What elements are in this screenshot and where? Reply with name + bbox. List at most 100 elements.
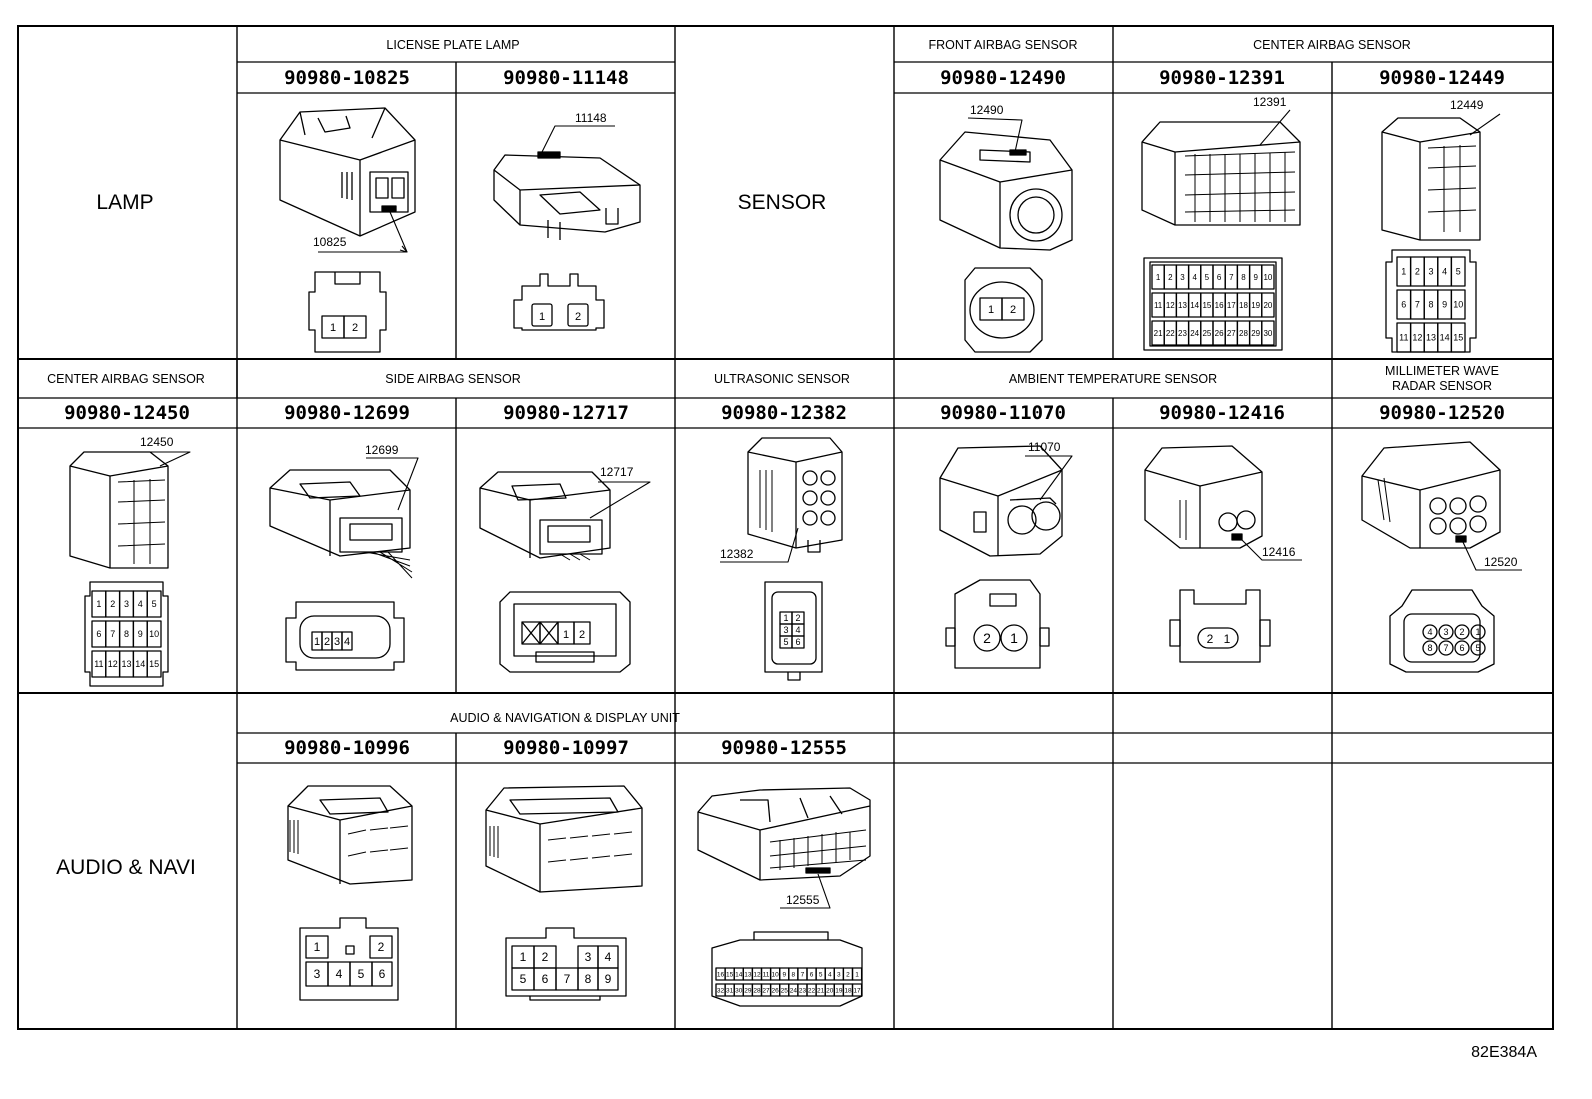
pin-number: 12 xyxy=(1412,333,1422,343)
pin-number: 26 xyxy=(772,987,780,994)
connector-12520-drawing xyxy=(1361,441,1522,571)
pin-number: 26 xyxy=(1215,329,1224,338)
pinout-12699 xyxy=(285,601,405,671)
part-number: 90980-10996 xyxy=(284,737,410,759)
pin-number: 1 xyxy=(783,613,788,623)
pin-number: 2 xyxy=(1168,273,1173,282)
pin-number: 8 xyxy=(124,629,129,639)
pin-number: 16 xyxy=(1215,301,1224,310)
pinout-11070 xyxy=(945,579,1050,669)
pin-number: 12 xyxy=(108,659,118,669)
connector-12490-drawing xyxy=(939,117,1073,251)
pin-number: 1 xyxy=(1156,273,1161,282)
part-number: 90980-12416 xyxy=(1159,402,1285,424)
pin-number: 3 xyxy=(1180,273,1185,282)
pin-number: 4 xyxy=(828,971,832,978)
pin-number: 24 xyxy=(1190,329,1199,338)
pin-number: 27 xyxy=(1227,329,1236,338)
pinout-11148 xyxy=(513,273,605,331)
pin-number: 4 xyxy=(1192,273,1197,282)
connector-12391-drawing xyxy=(1141,109,1301,226)
pin-number: 23 xyxy=(1178,329,1187,338)
pin-number: 13 xyxy=(1426,333,1436,343)
pin-number: 2 xyxy=(1207,632,1214,646)
pin-number: 9 xyxy=(1253,273,1258,282)
pin-number: 2 xyxy=(1415,267,1420,277)
pin-number: 3 xyxy=(314,967,321,981)
pin-number: 10 xyxy=(149,629,159,639)
header-millimeter-wave-line2: RADAR SENSOR xyxy=(1392,379,1492,393)
header-millimeter-wave-line1: MILLIMETER WAVE xyxy=(1385,364,1499,378)
header-license-plate-lamp: LICENSE PLATE LAMP xyxy=(386,38,519,52)
pin-number: 29 xyxy=(1251,329,1260,338)
connector-label: 12382 xyxy=(720,547,754,561)
part-number: 90980-10825 xyxy=(284,67,410,89)
pin-number: 10 xyxy=(772,971,780,978)
pinout-12391 xyxy=(1143,257,1283,351)
pin-number: 32 xyxy=(717,987,725,994)
pin-number: 3 xyxy=(1428,267,1433,277)
pin-number: 2 xyxy=(110,599,115,609)
pin-number: 27 xyxy=(762,987,770,994)
pin-number: 1 xyxy=(563,629,569,641)
pin-number: 5 xyxy=(783,637,788,647)
pin-number: 8 xyxy=(1428,300,1433,310)
pin-number: 14 xyxy=(1440,333,1450,343)
pin-number: 2 xyxy=(846,971,850,978)
pin-number: 7 xyxy=(1229,273,1234,282)
pin-number: 7 xyxy=(801,971,805,978)
part-number: 90980-12555 xyxy=(721,737,847,759)
pinout-10825 xyxy=(308,271,387,353)
pin-number: 21 xyxy=(817,987,825,994)
pin-number: 15 xyxy=(726,971,734,978)
pin-number: 2 xyxy=(1459,627,1464,637)
pinout-12717 xyxy=(499,591,631,673)
pinout-12382 xyxy=(764,581,823,681)
connector-12555-drawing xyxy=(697,787,871,909)
pin-number: 14 xyxy=(135,659,145,669)
pin-number: 16 xyxy=(717,971,725,978)
pin-number: 5 xyxy=(358,967,365,981)
pin-number: 2 xyxy=(579,629,585,641)
pin-number: 1 xyxy=(855,971,859,978)
pinout-10997 xyxy=(505,927,627,1001)
connector-12416-drawing xyxy=(1144,445,1302,561)
pin-number: 13 xyxy=(1178,301,1187,310)
pin-number: 22 xyxy=(808,987,816,994)
connector-11148-drawing xyxy=(493,125,641,240)
pin-number: 4 xyxy=(795,625,800,635)
header-side-airbag-sensor: SIDE AIRBAG SENSOR xyxy=(385,372,520,386)
part-number: 90980-12391 xyxy=(1159,67,1285,89)
pin-number: 3 xyxy=(837,971,841,978)
connector-10996-drawing xyxy=(287,785,413,885)
pin-number: 5 xyxy=(152,599,157,609)
connector-label: 12416 xyxy=(1262,545,1296,559)
pin-number: 11 xyxy=(94,659,103,669)
pin-number: 5 xyxy=(1456,267,1461,277)
pin-number: 30 xyxy=(1263,329,1272,338)
category-lamp: LAMP xyxy=(96,191,153,214)
pin-cell xyxy=(851,983,863,997)
pin-number: 28 xyxy=(1239,329,1248,338)
pin-number: 11 xyxy=(763,971,770,978)
part-number: 90980-12717 xyxy=(503,402,629,424)
header-ambient-temperature-sensor: AMBIENT TEMPERATURE SENSOR xyxy=(1009,372,1217,386)
pin-number: 4 xyxy=(1427,627,1432,637)
pin-number: 2 xyxy=(324,636,330,648)
pin-number: 18 xyxy=(844,987,852,994)
connector-label: 12490 xyxy=(970,103,1004,117)
connector-11070-drawing xyxy=(939,445,1073,557)
connector-10997-drawing xyxy=(485,785,643,893)
pin-number: 4 xyxy=(336,967,343,981)
pin-number: 12 xyxy=(753,971,761,978)
part-number: 90980-11148 xyxy=(503,67,629,89)
pin-number: 1 xyxy=(520,950,527,964)
pin-number: 3 xyxy=(585,950,592,964)
pin-number: 6 xyxy=(795,637,800,647)
connector-label: 10825 xyxy=(313,235,347,249)
pin-number: 5 xyxy=(819,971,823,978)
pin-number: 7 xyxy=(110,629,115,639)
header-front-airbag-sensor: FRONT AIRBAG SENSOR xyxy=(928,38,1077,52)
